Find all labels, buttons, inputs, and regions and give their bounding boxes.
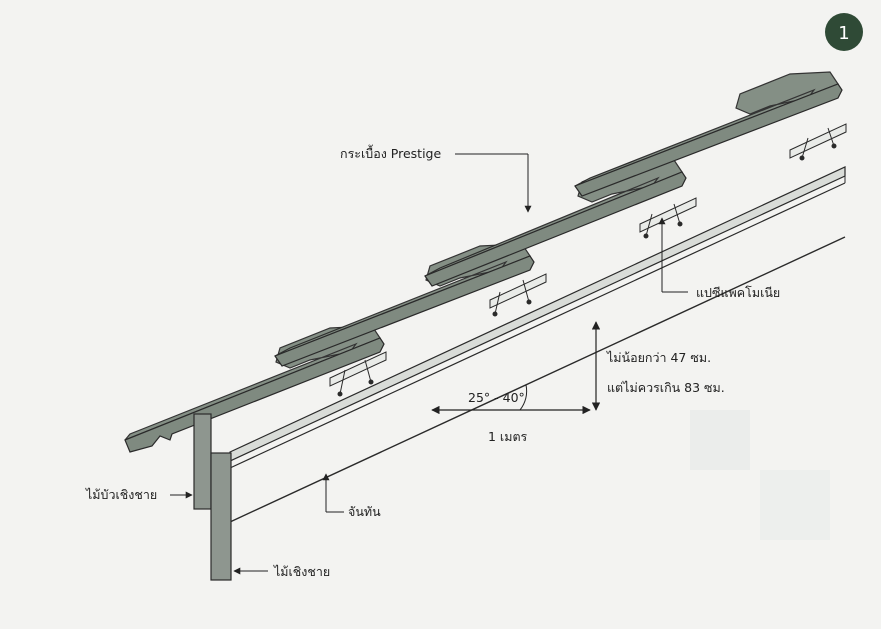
purlin-label: แปซีแพคโมเนีย [696,285,780,300]
run-dimension [431,384,591,415]
tile-label: กระเบื้อง Prestige [340,144,441,161]
fascia-label: ไม้เชิงชาย [273,564,330,579]
purlins [329,123,847,387]
background-smudge [690,410,750,470]
background-smudge [760,470,830,540]
fascia-boards [193,413,232,581]
purlin-leader [658,217,688,293]
run-label: 1 เมตร [488,429,528,444]
fascia-board [210,452,232,581]
figure-number: 1 [838,23,849,44]
fascia-cover-label: ไม้บัวเชิงชาย [85,487,157,502]
spacing-max-label: แต่ไม่ควรเกิน 83 ซม. [607,380,725,395]
rafter-label: จันทัน [348,504,381,519]
tile-leader [455,153,532,213]
rafter-leader [322,473,344,513]
fascia-cover-board [193,413,212,510]
angle-label: 25° - 40° [468,390,525,405]
purlin-fixings [337,127,837,397]
spacing-min-label: ไม่น้อยกว่า 47 ซม. [606,350,711,365]
roof-tiles [124,71,843,453]
figure-number-badge: 1 [825,13,863,51]
